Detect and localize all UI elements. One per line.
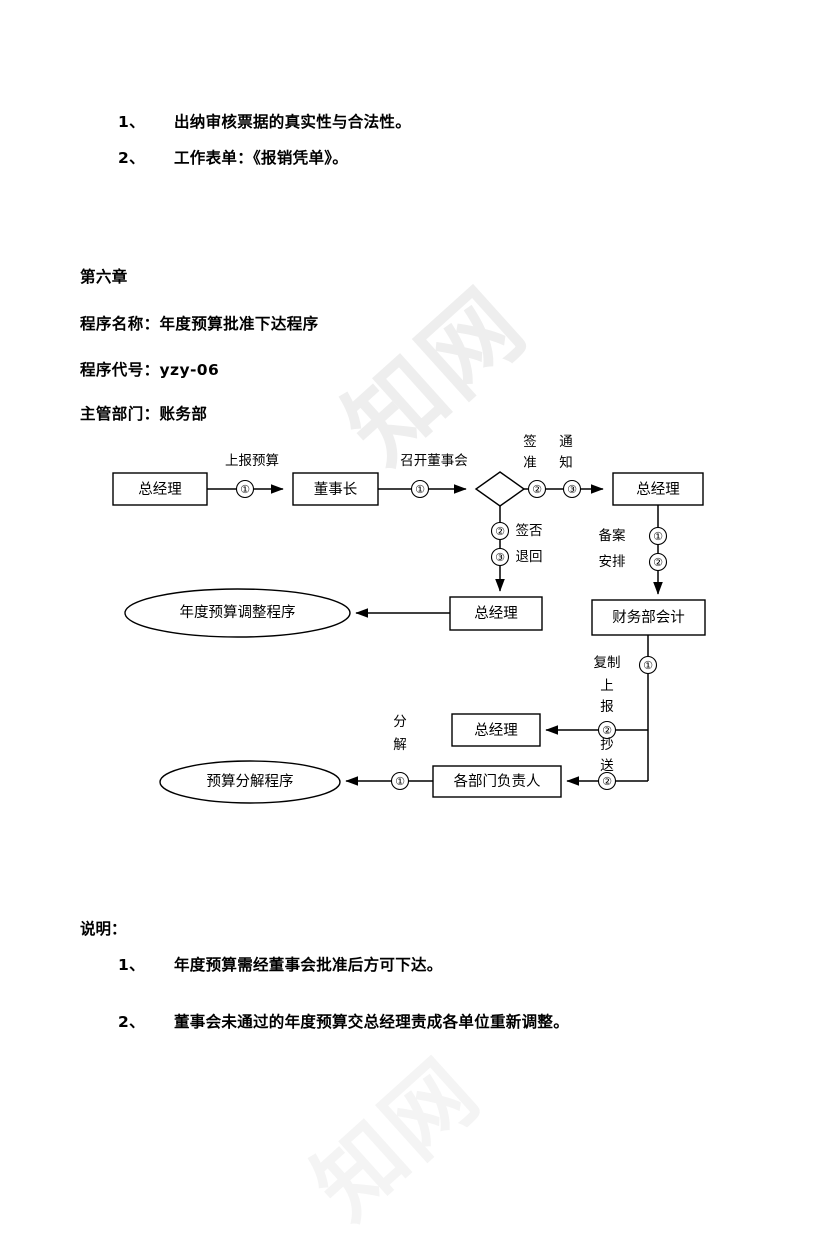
badge-circle-file-record <box>648 526 668 546</box>
badge-circle-decompose <box>390 771 410 791</box>
node-label-decompose-procedure: 预算分解程序 <box>207 773 294 790</box>
node-general-manager-4: 总经理 <box>451 713 541 747</box>
node-general-manager-2: 总经理 <box>612 472 704 506</box>
badge-circle-approve <box>527 479 547 499</box>
badge-circle-copy-to-gm <box>597 720 617 740</box>
chapter-heading: 第六章 <box>80 268 128 286</box>
node-finance-accountant: 财务部会计 <box>591 599 706 636</box>
meta-label-program-code: 程序代号： <box>80 361 160 379</box>
badge-reject: ② <box>495 525 505 538</box>
badge-circle-copy-submit <box>638 655 658 675</box>
badge-circle-reject <box>490 521 510 541</box>
edge-label-file-record: 备案 <box>599 527 627 544</box>
edge-label-return: 退回 <box>516 549 543 565</box>
edge-label-approve-char1: 签 <box>523 433 537 450</box>
note-item-1-marker: 1、 <box>118 956 145 974</box>
note-item-2-marker: 2、 <box>118 1013 145 1031</box>
node-label-gm-1: 总经理 <box>138 481 182 498</box>
edge-label-cc-char2: 送 <box>600 758 614 774</box>
badge-file-record: ① <box>653 530 663 543</box>
top-item-2-marker: 2、 <box>118 149 145 167</box>
node-label-chairman: 董事长 <box>314 481 358 498</box>
edge-label-submit-budget: 上报预算 <box>225 453 279 469</box>
badge-decompose: ① <box>395 775 405 788</box>
badge-circle-convene-board <box>410 479 430 499</box>
top-item-1-text: 出纳审核票据的真实性与合法性。 <box>174 113 412 131</box>
meta-label-department: 主管部门： <box>80 405 160 423</box>
meta-value-program-code: yzy-06 <box>159 361 220 379</box>
note-item-2-text: 董事会未通过的年度预算交总经理责成各单位重新调整。 <box>174 1013 570 1031</box>
badge-arrange: ② <box>653 556 663 569</box>
edge-label-submit-up-char1: 上 <box>600 678 614 694</box>
meta-label-program-name: 程序名称： <box>80 315 160 333</box>
node-annual-budget-adjust-procedure: 年度预算调整程序 <box>124 588 351 638</box>
top-item-2: 2、 工作表单：《报销凭单》。 <box>118 146 348 168</box>
badge-circle-cc <box>597 771 617 791</box>
meta-row-department: 主管部门：账务部 <box>80 402 207 424</box>
node-label-gm-2: 总经理 <box>636 481 680 498</box>
badge-circle-submit-budget <box>235 479 255 499</box>
badge-copy-submit: ① <box>643 659 653 672</box>
badge-copy-to-gm: ② <box>602 724 612 737</box>
node-budget-decompose-procedure: 预算分解程序 <box>159 760 341 804</box>
budget-approval-flowchart: 总经理 董事长 总经理 总经理 年度预算调整程序 财务部会计 <box>112 433 706 804</box>
node-label-accountant: 财务部会计 <box>612 609 685 626</box>
badge-return: ③ <box>495 551 505 564</box>
edge-label-submit-up-char2: 报 <box>600 699 614 715</box>
meta-value-program-name: 年度预算批准下达程序 <box>159 315 319 333</box>
edge-label-notify-char2: 知 <box>559 454 573 471</box>
top-item-1-marker: 1、 <box>118 113 145 131</box>
edge-label-reject: 签否 <box>516 522 543 539</box>
node-label-adjust-procedure: 年度预算调整程序 <box>180 604 296 621</box>
badge-circle-arrange <box>648 552 668 572</box>
node-department-heads: 各部门负责人 <box>432 765 562 798</box>
note-item-1: 1、 年度预算需经董事会批准后方可下达。 <box>118 953 443 975</box>
meta-row-program-code: 程序代号：yzy-06 <box>80 358 219 380</box>
badge-circle-notify <box>562 479 582 499</box>
note-item-1-text: 年度预算需经董事会批准后方可下达。 <box>174 956 443 974</box>
node-chairman: 董事长 <box>292 472 379 506</box>
edge-label-copy: 复制 <box>594 654 621 671</box>
edge-label-arrange: 安排 <box>599 554 626 570</box>
node-label-gm-4: 总经理 <box>474 722 518 739</box>
edge-label-convene-board: 召开董事会 <box>400 453 468 469</box>
node-general-manager-3: 总经理 <box>449 596 543 631</box>
meta-row-program-name: 程序名称：年度预算批准下达程序 <box>80 312 319 334</box>
edge-label-decompose-char2: 解 <box>393 737 407 753</box>
node-general-manager-1: 总经理 <box>112 472 208 506</box>
badge-circle-return <box>490 547 510 567</box>
badge-notify: ③ <box>567 483 577 496</box>
meta-value-department: 账务部 <box>159 405 208 423</box>
node-label-department-heads: 各部门负责人 <box>454 773 541 790</box>
top-item-1: 1、 出纳审核票据的真实性与合法性。 <box>118 110 411 132</box>
top-item-2-text: 工作表单：《报销凭单》。 <box>174 149 349 167</box>
node-label-gm-3: 总经理 <box>474 605 518 622</box>
edge-label-cc-char1: 抄 <box>600 737 614 753</box>
edge-label-notify-char1: 通 <box>559 434 573 450</box>
edge-label-approve-char2: 准 <box>523 455 537 471</box>
node-decision-diamond <box>474 471 526 507</box>
badge-submit-budget: ① <box>240 483 250 496</box>
edge-label-decompose-char1: 分 <box>393 714 407 730</box>
badge-approve: ② <box>532 483 542 496</box>
badge-convene-board: ① <box>415 483 425 496</box>
badge-cc: ② <box>602 775 612 788</box>
note-item-2: 2、 董事会未通过的年度预算交总经理责成各单位重新调整。 <box>118 1010 569 1032</box>
watermark-text-lower: 知网 <box>293 1038 500 1239</box>
notes-title: 说明： <box>80 920 127 938</box>
